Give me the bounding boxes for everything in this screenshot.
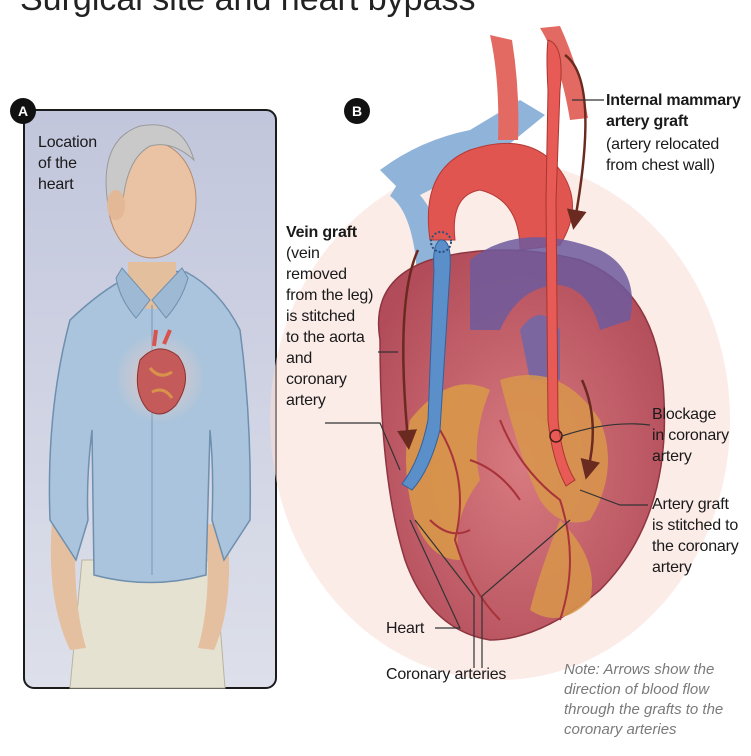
- internal-mammary-desc: (artery relocated from chest wall): [606, 134, 719, 176]
- coronary-arteries-label: Coronary arteries: [386, 664, 506, 685]
- blockage-label: Blockage in coronary artery: [652, 404, 729, 467]
- internal-mammary-title: Internal mammary artery graft: [606, 90, 741, 132]
- artery-graft-label: Artery graft is stitched to the coronary…: [652, 494, 739, 578]
- heart-label: Heart: [386, 618, 424, 639]
- vein-graft-title: Vein graft: [286, 222, 357, 243]
- panel-a: [24, 110, 276, 688]
- location-label: Location of the heart: [38, 132, 97, 195]
- vein-graft-desc: (vein removed from the leg) is stitched …: [286, 243, 373, 411]
- arrow-note: Note: Arrows show the direction of blood…: [564, 660, 723, 740]
- panel-a-badge: A: [10, 98, 36, 124]
- panel-b-badge: B: [344, 98, 370, 124]
